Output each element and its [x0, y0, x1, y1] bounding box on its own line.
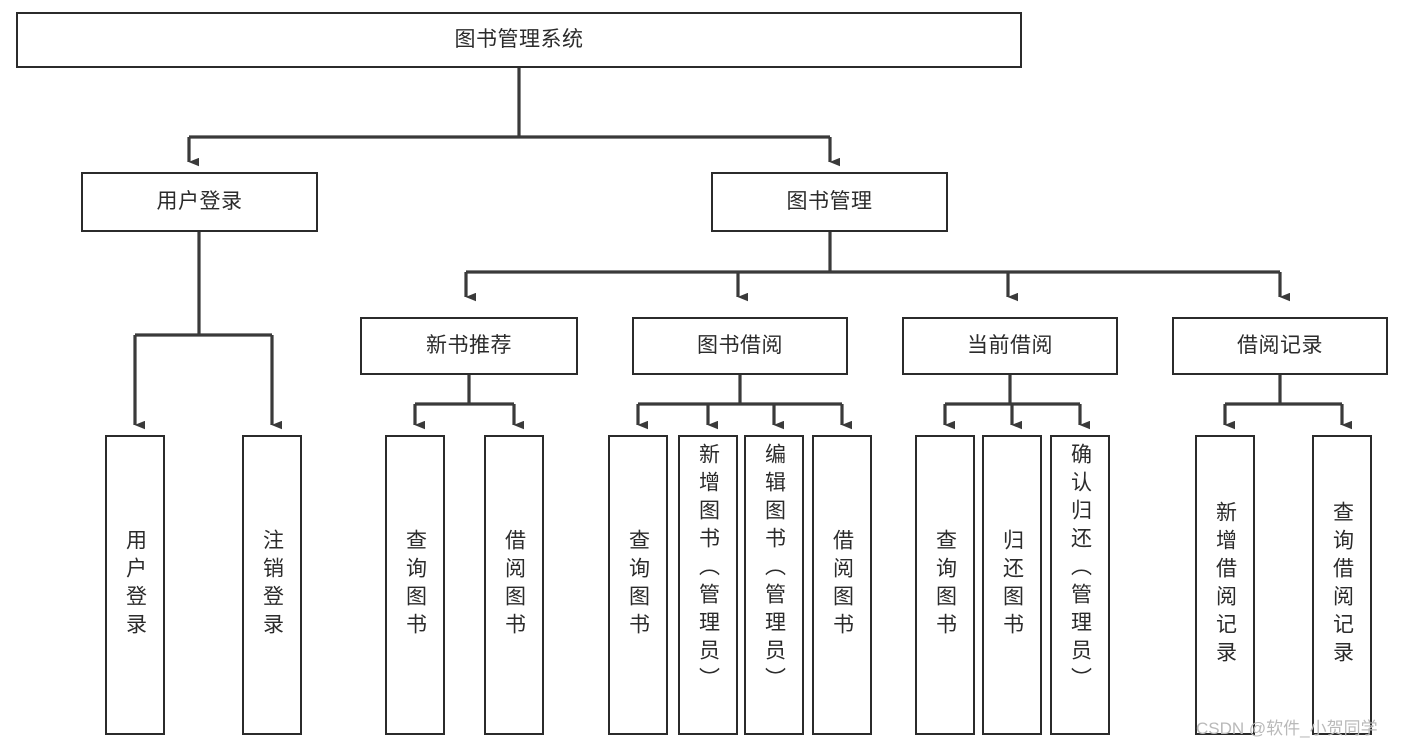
node-label: 图书管理系统 [454, 27, 584, 51]
node-label: 借阅图书 [830, 529, 854, 641]
node-label: 新增图书（管理员） [696, 443, 720, 695]
node-label: 借阅图书 [502, 529, 526, 641]
node-root-book-management-system[interactable]: 图书管理系统 [16, 12, 1022, 68]
node-label: 查询图书 [403, 529, 427, 641]
leaf-query-book-borrow[interactable]: 查询图书 [608, 435, 668, 735]
node-label: 查询借阅记录 [1330, 501, 1354, 669]
leaf-query-book-current[interactable]: 查询图书 [915, 435, 975, 735]
node-label: 借阅记录 [1237, 333, 1323, 357]
leaf-return-book[interactable]: 归还图书 [982, 435, 1042, 735]
node-label: 新增借阅记录 [1213, 501, 1237, 669]
leaf-query-borrow-record[interactable]: 查询借阅记录 [1312, 435, 1372, 735]
leaf-borrow-book-recommend[interactable]: 借阅图书 [484, 435, 544, 735]
node-label: 用户登录 [156, 189, 243, 213]
node-label: 注销登录 [260, 529, 284, 641]
leaf-add-borrow-record[interactable]: 新增借阅记录 [1195, 435, 1255, 735]
node-label: 编辑图书（管理员） [762, 443, 786, 695]
watermark-text: CSDN @软件_小贺同学 [1196, 719, 1378, 738]
leaf-borrow-book-borrow[interactable]: 借阅图书 [812, 435, 872, 735]
node-label: 查询图书 [933, 529, 957, 641]
node-borrow-record[interactable]: 借阅记录 [1172, 317, 1388, 375]
node-label: 归还图书 [1000, 529, 1024, 641]
node-current-borrow[interactable]: 当前借阅 [902, 317, 1118, 375]
node-label: 图书借阅 [697, 333, 783, 357]
node-user-login[interactable]: 用户登录 [81, 172, 318, 232]
leaf-logout-login[interactable]: 注销登录 [242, 435, 302, 735]
node-label: 当前借阅 [967, 333, 1053, 357]
node-label: 图书管理 [786, 189, 873, 213]
node-label: 确认归还（管理员） [1068, 443, 1092, 695]
leaf-edit-book-admin[interactable]: 编辑图书（管理员） [744, 435, 804, 735]
node-label: 用户登录 [123, 529, 147, 641]
node-book-borrow[interactable]: 图书借阅 [632, 317, 848, 375]
leaf-confirm-return-admin[interactable]: 确认归还（管理员） [1050, 435, 1110, 735]
leaf-user-login[interactable]: 用户登录 [105, 435, 165, 735]
node-new-book-recommend[interactable]: 新书推荐 [360, 317, 578, 375]
node-label: 查询图书 [626, 529, 650, 641]
node-book-management[interactable]: 图书管理 [711, 172, 948, 232]
leaf-add-book-admin[interactable]: 新增图书（管理员） [678, 435, 738, 735]
leaf-query-book-recommend[interactable]: 查询图书 [385, 435, 445, 735]
node-label: 新书推荐 [426, 333, 512, 357]
